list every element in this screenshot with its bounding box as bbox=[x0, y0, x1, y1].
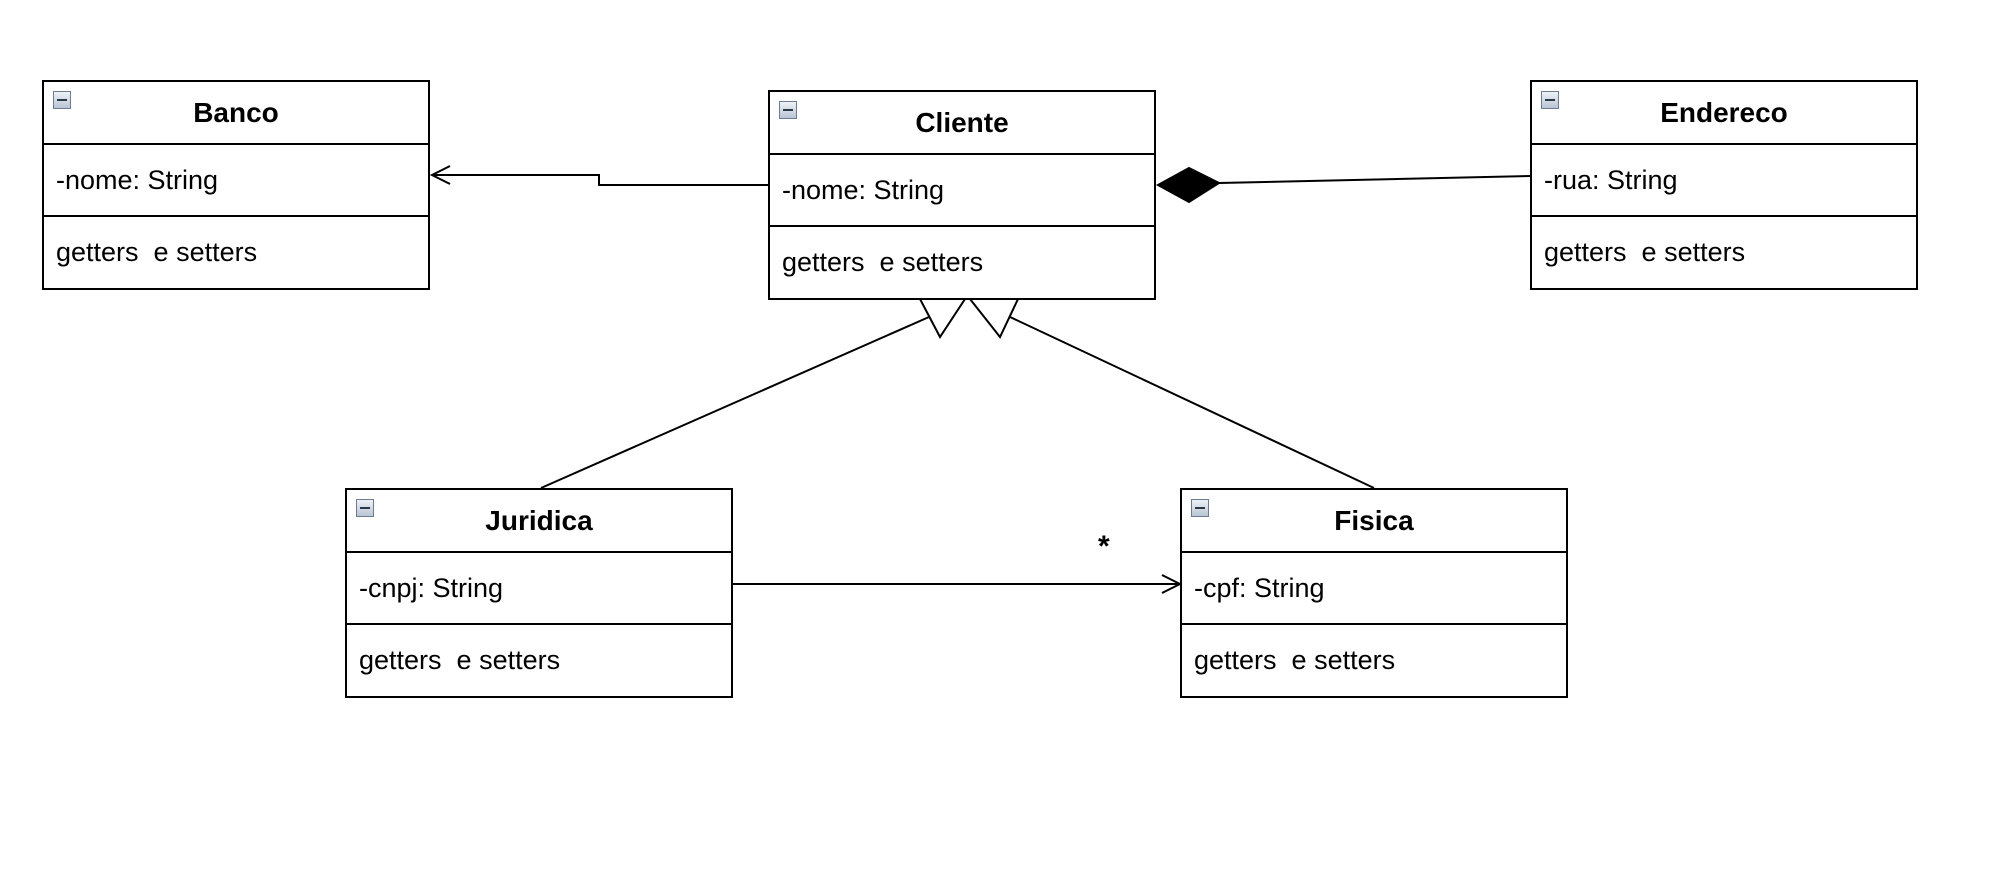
cliente-banco-arrowhead bbox=[429, 165, 451, 185]
class-header-juridica: Juridica bbox=[347, 490, 731, 553]
class-name-fisica: Fisica bbox=[1334, 504, 1414, 536]
class-attribute-cliente: -nome: String bbox=[770, 155, 1154, 227]
class-methods-fisica: getters e setters bbox=[1194, 645, 1396, 675]
juridica-cliente-generalization bbox=[540, 316, 930, 489]
composition-diamond bbox=[1155, 166, 1222, 204]
class-box-cliente[interactable]: Cliente -nome: String getters e setters bbox=[768, 90, 1156, 300]
class-header-banco: Banco bbox=[44, 82, 428, 145]
class-box-fisica[interactable]: Fisica -cpf: String getters e setters bbox=[1180, 488, 1568, 698]
class-methods-endereco: getters e setters bbox=[1544, 237, 1746, 267]
collapse-icon[interactable] bbox=[1191, 499, 1209, 517]
collapse-icon[interactable] bbox=[779, 101, 797, 119]
class-methods-juridica: getters e setters bbox=[359, 645, 561, 675]
collapse-icon[interactable] bbox=[1541, 91, 1559, 109]
class-name-cliente: Cliente bbox=[915, 106, 1009, 138]
class-header-endereco: Endereco bbox=[1532, 82, 1916, 145]
multiplicity-label: * bbox=[1098, 530, 1110, 563]
class-name-banco: Banco bbox=[193, 96, 279, 128]
class-attribute-juridica: -cnpj: String bbox=[347, 553, 731, 625]
class-methods-cliente: getters e setters bbox=[782, 247, 984, 277]
collapse-icon[interactable] bbox=[356, 499, 374, 517]
class-attribute-fisica: -cpf: String bbox=[1182, 553, 1566, 625]
class-header-cliente: Cliente bbox=[770, 92, 1154, 155]
class-attribute-banco: -nome: String bbox=[44, 145, 428, 217]
class-box-endereco[interactable]: Endereco -rua: String getters e setters bbox=[1530, 80, 1918, 290]
class-name-endereco: Endereco bbox=[1660, 96, 1788, 128]
class-methods-banco: getters e setters bbox=[56, 237, 258, 267]
class-header-fisica: Fisica bbox=[1182, 490, 1566, 553]
class-attribute-endereco: -rua: String bbox=[1532, 145, 1916, 217]
collapse-icon[interactable] bbox=[53, 91, 71, 109]
fisica-cliente-generalization bbox=[1009, 316, 1375, 489]
cliente-banco-association bbox=[432, 174, 768, 186]
class-box-juridica[interactable]: Juridica -cnpj: String getters e setters bbox=[345, 488, 733, 698]
class-box-banco[interactable]: Banco -nome: String getters e setters bbox=[42, 80, 430, 290]
class-name-juridica: Juridica bbox=[485, 504, 593, 536]
endereco-cliente-composition bbox=[1218, 175, 1531, 184]
